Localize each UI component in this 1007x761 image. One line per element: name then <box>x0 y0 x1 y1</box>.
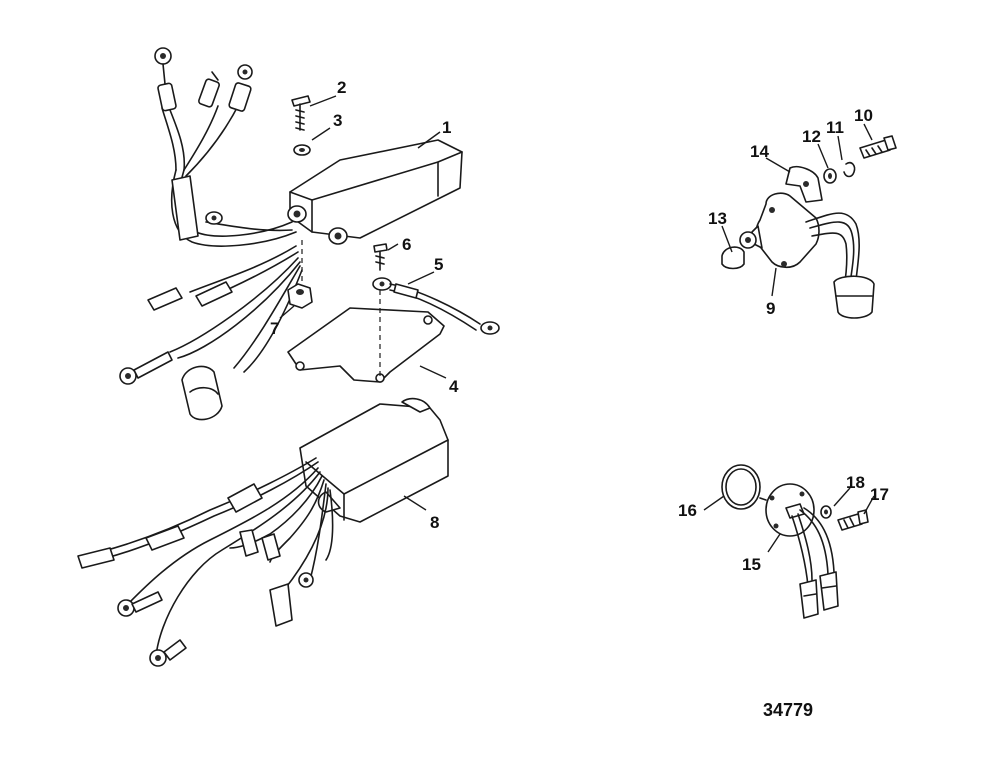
part-7-nut <box>287 283 313 309</box>
callout-7: 7 <box>270 319 279 338</box>
part-9-sensor-assembly <box>739 192 875 319</box>
part-13-cap <box>721 246 745 270</box>
callout-5: 5 <box>434 255 443 274</box>
part-16-o-ring <box>721 464 761 510</box>
part-14-clip <box>785 165 823 203</box>
part-4-mounting-plate <box>287 307 445 383</box>
callout-3: 3 <box>333 111 342 130</box>
callout-18: 18 <box>846 473 865 492</box>
callout-6: 6 <box>402 235 411 254</box>
callout-15: 15 <box>742 555 761 574</box>
callout-10: 10 <box>854 106 873 125</box>
callout-16: 16 <box>678 501 697 520</box>
callout-17: 17 <box>870 485 889 504</box>
part-18-washer <box>820 505 832 519</box>
callout-2: 2 <box>337 78 346 97</box>
callout-8: 8 <box>430 513 439 532</box>
part-2-screw <box>291 95 311 131</box>
part-15-plate-assembly <box>759 483 839 619</box>
callout-14: 14 <box>750 142 769 161</box>
callout-4: 4 <box>449 377 459 396</box>
part-10-screw <box>859 135 897 159</box>
part-1-module <box>287 139 463 245</box>
part-8-module <box>299 397 449 523</box>
callout-labels: 1 2 3 4 5 6 7 8 9 10 11 12 13 14 15 16 1… <box>270 78 889 574</box>
part-8-wiring-harness <box>77 457 334 667</box>
part-12-washer <box>823 168 837 184</box>
callout-9: 9 <box>766 299 775 318</box>
callout-12: 12 <box>802 127 821 146</box>
part-1-wiring-harness <box>119 47 303 421</box>
part-6-screw <box>373 243 388 271</box>
reference-number: 34779 <box>763 700 813 720</box>
callout-11: 11 <box>826 118 844 137</box>
part-17-screw <box>837 509 869 531</box>
part-5-ground-strap <box>372 277 500 335</box>
callout-1: 1 <box>442 118 451 137</box>
part-11-lock-washer <box>843 161 856 178</box>
part-3-washer <box>293 144 311 156</box>
callout-13: 13 <box>708 209 727 228</box>
leader-lines <box>279 95 875 553</box>
